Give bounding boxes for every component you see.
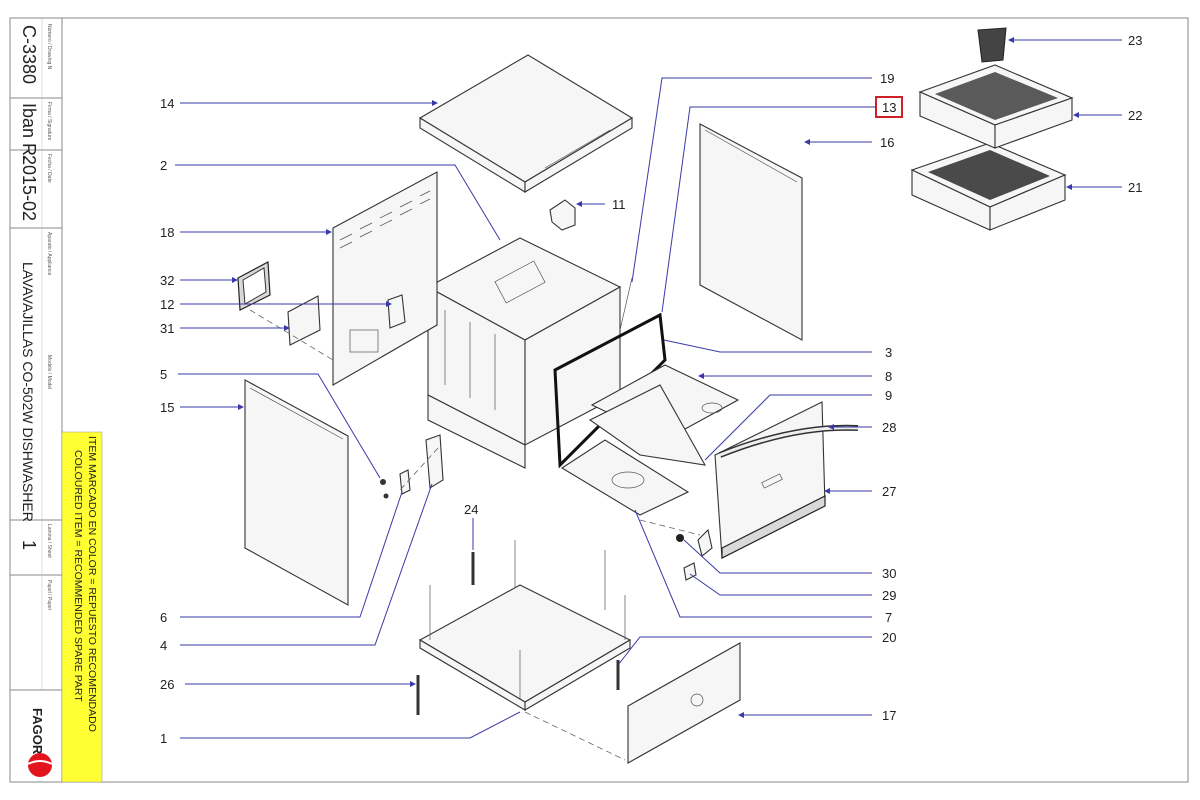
part-rear-panel	[332, 171, 438, 386]
callout-20: 20	[882, 630, 896, 645]
part-tray-9	[588, 384, 707, 466]
appliance-name: LAVAVAJILLAS CO-502W DISHWASHER	[20, 262, 36, 522]
callout-21: 21	[1128, 180, 1142, 195]
callout-15: 15	[160, 400, 174, 415]
part-cover-32	[237, 261, 271, 311]
field-label-appliance: Aparato / Appliance	[46, 232, 52, 276]
callout-26: 26	[160, 677, 174, 692]
callouts: 23 22 21 16 13 19 3 8 9 28 27 30 29 7 20	[160, 33, 1142, 746]
part-cutlery-cup	[977, 27, 1007, 63]
callout-24: 24	[464, 502, 478, 517]
callout-14: 14	[160, 96, 174, 111]
part-bracket-11	[549, 199, 576, 231]
field-label-sheet: Lamina / Sheet	[46, 524, 52, 558]
part-door-seal	[553, 277, 667, 469]
part-front-plinth	[627, 642, 741, 764]
sheet-number: 1	[19, 540, 39, 550]
brand-logo-icon	[28, 753, 52, 777]
callout-31: 31	[160, 321, 174, 336]
part-bracket-12	[387, 294, 406, 329]
callout-9: 9	[885, 388, 892, 403]
spare-part-note-box	[61, 431, 103, 783]
callout-27: 27	[882, 484, 896, 499]
callout-17: 17	[882, 708, 896, 723]
callout-11: 11	[612, 197, 626, 212]
callout-3: 3	[885, 345, 892, 360]
field-label-drawing: Número / Drawing N	[46, 24, 52, 70]
callout-16: 16	[880, 135, 894, 150]
part-base-frame	[418, 540, 632, 711]
callout-1: 1	[160, 731, 167, 746]
brand-name: FAGOR	[30, 708, 45, 755]
part-small-screws	[380, 434, 444, 499]
field-label-model: Modelo / Model	[46, 355, 52, 389]
part-door	[714, 401, 826, 559]
callout-19: 19	[880, 71, 894, 86]
part-side-panel-right	[699, 123, 803, 341]
callout-23: 23	[1128, 33, 1142, 48]
spare-part-note-en: COLOURED ITEM = RECOMMENDED SPARE PART	[72, 450, 84, 702]
field-label-paper: Papel / Paper	[46, 580, 52, 611]
callout-5: 5	[160, 367, 167, 382]
part-lower-basket	[910, 142, 1067, 231]
spare-part-note-es: ITEM MARCADO EN COLOR = REPUESTO RECOMEN…	[86, 436, 98, 732]
callout-30: 30	[882, 566, 896, 581]
drawing-code: C-3380	[19, 25, 39, 84]
callout-18: 18	[160, 225, 174, 240]
part-cover-31	[287, 295, 321, 346]
field-label-date: Fecha / Date	[46, 154, 52, 183]
callout-8: 8	[885, 369, 892, 384]
title-block: C-3380 Iban R. 2015-02 LAVAVAJILLAS CO-5…	[9, 17, 103, 783]
field-label-signature: Firma / Signature	[46, 102, 52, 141]
callout-29: 29	[882, 588, 896, 603]
part-side-panel-left	[244, 379, 349, 606]
callout-7: 7	[885, 610, 892, 625]
callout-32: 32	[160, 273, 174, 288]
callout-6: 6	[160, 610, 167, 625]
part-door-handle	[718, 424, 859, 458]
callout-12: 12	[160, 297, 174, 312]
callout-13: 13	[882, 100, 896, 115]
callout-2: 2	[160, 158, 167, 173]
part-tray-7	[560, 439, 690, 516]
callout-22: 22	[1128, 108, 1142, 123]
callout-4: 4	[160, 638, 167, 653]
callout-28: 28	[882, 420, 896, 435]
part-top-cover	[418, 54, 634, 193]
part-upper-basket	[918, 64, 1074, 149]
signature: Iban R.	[19, 103, 39, 161]
date: 2015-02	[19, 155, 39, 221]
